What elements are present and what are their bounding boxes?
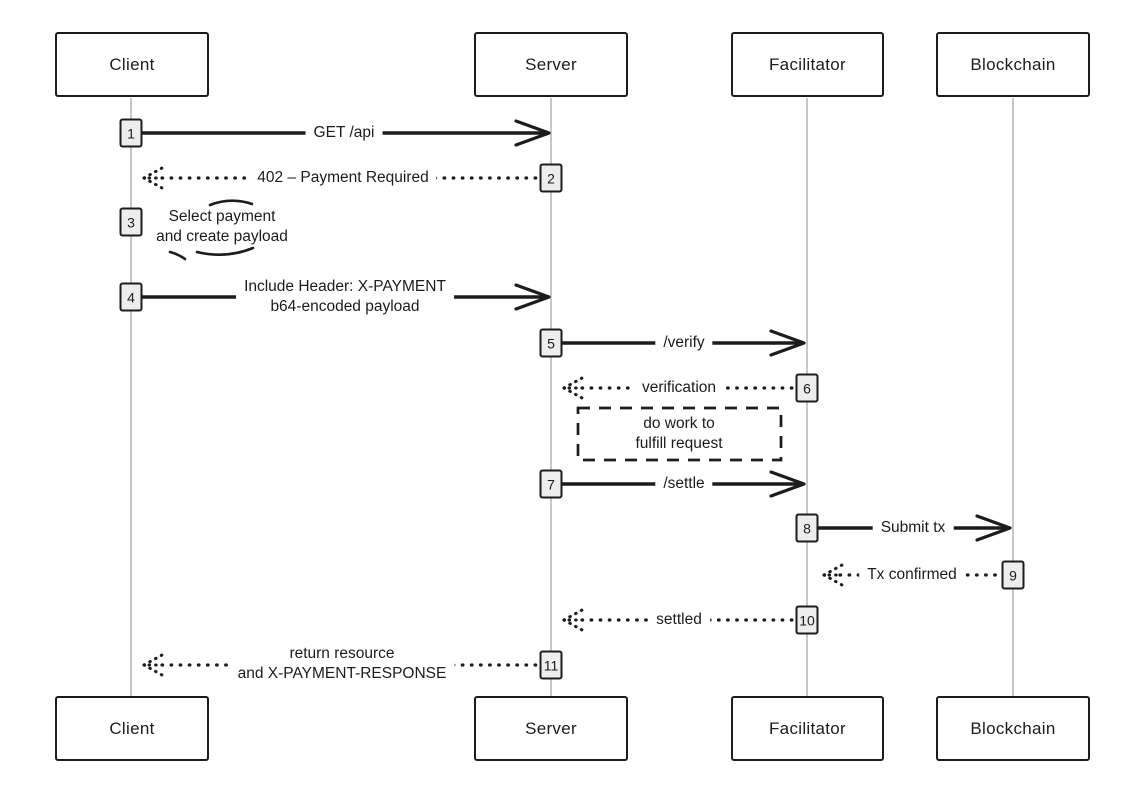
label-msg-7: /settle bbox=[655, 473, 713, 495]
arrow-msg-2 bbox=[142, 166, 542, 190]
badge-msg-5: 5 bbox=[539, 328, 563, 358]
label-msg-3-line1: Select payment bbox=[168, 208, 276, 225]
actor-client-bottom: Client bbox=[55, 696, 209, 761]
arrow-msg-6 bbox=[562, 376, 798, 400]
label-msg-4: Include Header: X-PAYMENT b64-encoded pa… bbox=[236, 276, 454, 318]
badge-msg-1: 1 bbox=[119, 118, 143, 148]
label-msg-2: 402 – Payment Required bbox=[249, 167, 437, 189]
label-msg-4-line1: Include Header: X-PAYMENT bbox=[244, 278, 446, 295]
label-msg-6: verification bbox=[633, 377, 725, 399]
label-msg-8: Submit tx bbox=[872, 517, 954, 539]
label-msg-4-line2: b64-encoded payload bbox=[270, 298, 420, 315]
actor-server-top: Server bbox=[474, 32, 628, 97]
actor-client-top-label: Client bbox=[109, 54, 155, 74]
note-text: do work to fulfill request bbox=[627, 413, 730, 455]
actor-facilitator-top: Facilitator bbox=[731, 32, 884, 97]
label-msg-10: settled bbox=[648, 609, 710, 631]
actor-client-bottom-label: Client bbox=[109, 718, 155, 738]
actor-blockchain-top: Blockchain bbox=[936, 32, 1090, 97]
note-text-line1: do work to bbox=[643, 415, 715, 432]
actor-facilitator-bottom-label: Facilitator bbox=[769, 718, 846, 738]
label-msg-3-line2: and create payload bbox=[156, 228, 288, 245]
actor-server-bottom: Server bbox=[474, 696, 628, 761]
actor-server-top-label: Server bbox=[525, 54, 577, 74]
badge-msg-2: 2 bbox=[539, 163, 563, 193]
badge-msg-4: 4 bbox=[119, 282, 143, 312]
self-loop-sketch-msg-3 bbox=[168, 199, 255, 261]
label-msg-11-line2: and X-PAYMENT-RESPONSE bbox=[237, 665, 447, 682]
badge-msg-6: 6 bbox=[795, 373, 819, 403]
actor-facilitator-bottom: Facilitator bbox=[731, 696, 884, 761]
label-msg-3: Select payment and create payload bbox=[148, 206, 296, 248]
badge-msg-7: 7 bbox=[539, 469, 563, 499]
arrow-msg-11 bbox=[142, 653, 542, 677]
label-msg-11-line1: return resource bbox=[289, 645, 395, 662]
arrow-msg-10 bbox=[562, 608, 798, 632]
label-msg-5: /verify bbox=[655, 332, 713, 354]
actor-client-top: Client bbox=[55, 32, 209, 97]
note-box bbox=[576, 406, 783, 462]
label-msg-1: GET /api bbox=[305, 122, 383, 144]
note-text-line2: fulfill request bbox=[635, 435, 723, 452]
actor-blockchain-top-label: Blockchain bbox=[970, 54, 1056, 74]
actor-blockchain-bottom-label: Blockchain bbox=[970, 718, 1056, 738]
badge-msg-11: 11 bbox=[539, 650, 563, 680]
label-msg-11: return resource and X-PAYMENT-RESPONSE bbox=[229, 643, 455, 685]
label-msg-9: Tx confirmed bbox=[859, 564, 965, 586]
badge-msg-10: 10 bbox=[795, 605, 819, 635]
actor-server-bottom-label: Server bbox=[525, 718, 577, 738]
badge-msg-9: 9 bbox=[1001, 560, 1025, 590]
badge-msg-3: 3 bbox=[119, 207, 143, 237]
actor-blockchain-bottom: Blockchain bbox=[936, 696, 1090, 761]
badge-msg-8: 8 bbox=[795, 513, 819, 543]
actor-facilitator-top-label: Facilitator bbox=[769, 54, 846, 74]
